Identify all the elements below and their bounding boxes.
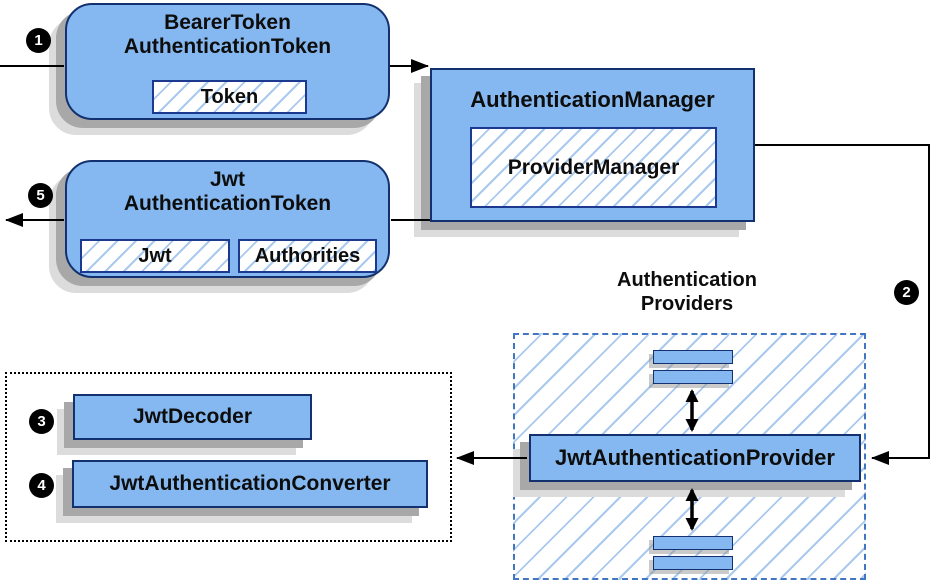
title-line-1: BearerToken [164,11,291,34]
step-badge-5: 5 [28,183,53,208]
node-jwt-authentication-provider: JwtAuthenticationProvider [529,434,861,482]
provider-slot-bar [653,370,733,384]
step-badge-3: 3 [29,409,54,434]
node-title: AuthenticationManager [470,87,715,112]
node-authentication-manager: AuthenticationManager ProviderManager [430,68,755,222]
node-jwt-authentication-converter: JwtAuthenticationConverter [72,460,428,508]
field-token: Token [152,80,307,114]
title-line-1: Jwt [209,168,245,191]
label-line-2: Providers [640,293,734,315]
node-bearer-token-authentication-token: BearerToken AuthenticationToken Token [65,3,390,120]
provider-slot-bar [653,536,733,550]
step-badge-2: 2 [894,280,919,305]
node-jwt-authentication-token: Jwt AuthenticationToken Jwt Authorities [65,160,390,278]
authentication-providers-label: Authentication Providers [557,268,817,316]
node-title: Jwt AuthenticationToken [67,162,388,216]
step-badge-4: 4 [29,473,54,498]
title-line-2: AuthenticationToken [123,192,332,215]
node-title: BearerToken AuthenticationToken [67,5,388,59]
field-provider-manager: ProviderManager [470,127,717,208]
field-authorities: Authorities [238,239,377,273]
field-jwt: Jwt [80,239,230,273]
label-line-1: Authentication [617,269,757,291]
provider-slot-bar [653,556,733,570]
step-badge-1: 1 [26,28,51,53]
provider-slot-bar [653,350,733,364]
title-line-2: AuthenticationToken [123,35,332,58]
node-jwt-decoder: JwtDecoder [73,394,312,440]
